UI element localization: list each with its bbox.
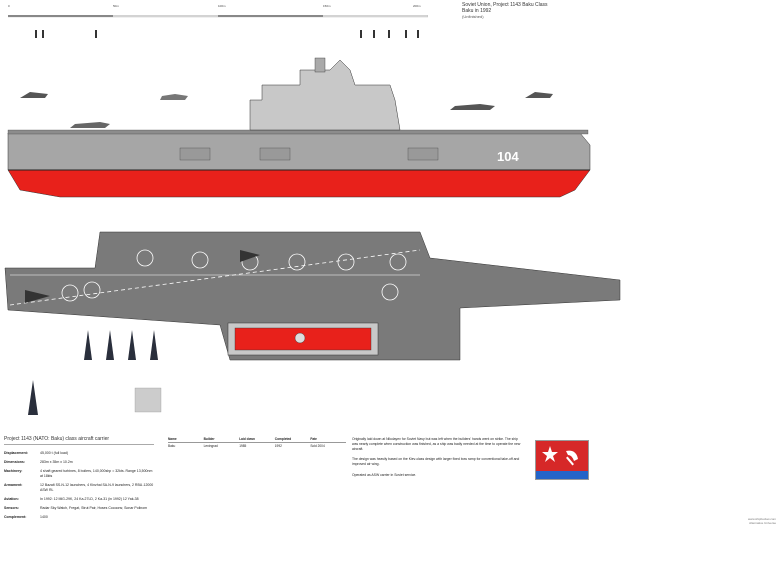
flag-stripe — [536, 471, 588, 479]
crew-figures — [134, 387, 162, 413]
sheet-header: Soviet Union, Project 1143 Baku Class Ba… — [462, 2, 548, 20]
cell: 1992 — [274, 444, 282, 448]
cell: Sold 2004 — [310, 444, 325, 448]
deck-aircraft-top — [240, 250, 260, 262]
sponson — [407, 147, 439, 161]
credit-line: www.shipbucket.com — [747, 517, 776, 521]
ordnance-row — [35, 30, 419, 38]
helicopter — [525, 92, 553, 98]
scale-label-100: 100m — [218, 4, 226, 8]
spec-value: 45,000 t (full load) — [40, 451, 69, 455]
spec-key: Aviation: — [4, 497, 19, 501]
island-superstructure — [249, 59, 401, 131]
ship-drawings: 104 — [4, 30, 621, 415]
flying-aircraft — [450, 104, 495, 110]
spec-row: Armament: 12 Bazalt SS-N-12 launchers, 4 … — [4, 483, 154, 493]
credit-text: www.shipbucket.com Alternative Universe — [730, 517, 776, 525]
hull-lower — [7, 169, 591, 198]
sponson — [179, 147, 211, 161]
col-header: Fate — [310, 437, 317, 441]
table-row: Baku Leningrad 1985 1992 Sold 2004 — [168, 444, 346, 448]
cell: Baku — [168, 444, 176, 448]
parked-aircraft-row — [28, 330, 158, 415]
deck-centerline — [9, 249, 421, 306]
note-paragraph: Originally laid down at Nikolayev for So… — [352, 437, 521, 451]
radar-dome — [294, 332, 306, 344]
top-view — [4, 231, 621, 415]
helicopter — [20, 92, 48, 98]
col-header: Name — [168, 437, 177, 441]
spec-value: 1400 — [40, 515, 48, 519]
note-paragraph: Operated as ASW carrier in Soviet servic… — [352, 472, 417, 477]
flight-deck — [4, 231, 621, 361]
flight-deck-edge — [7, 129, 589, 135]
side-profile — [7, 30, 591, 198]
hull-number: 104 — [497, 149, 519, 164]
cell: 1985 — [239, 444, 247, 448]
spec-value: 4 shaft geared turbines, 8 boilers, 140,… — [40, 469, 153, 478]
deck-aircraft-top — [25, 290, 50, 303]
header-note: (Unfinished) — [462, 14, 484, 19]
col-header: Laid down — [239, 437, 255, 441]
hammer-sickle-icon — [566, 450, 578, 461]
soviet-navy-flag — [535, 440, 589, 480]
sponson — [259, 147, 291, 161]
spec-title: Project 1143 (NATO: Baku) class aircraft… — [4, 437, 154, 445]
scale-label-0: 0 — [8, 4, 10, 8]
spec-key: Armament: — [4, 483, 23, 487]
spec-row: Displacement: 45,000 t (full load) — [4, 451, 154, 456]
ships-header-row: Name Builder Laid down Completed Fate — [168, 437, 346, 443]
spec-row: Machinery: 4 shaft geared turbines, 8 boi… — [4, 469, 154, 479]
scale-label-50: 50m — [113, 4, 119, 8]
ships-table: Name Builder Laid down Completed Fate Ba… — [168, 437, 346, 448]
col-header: Builder — [203, 437, 215, 441]
spec-value: In 1992: 12 MiG-29K, 24 Ka-27LD, 2 Ka-31… — [40, 497, 139, 501]
spec-row: Dimensions: 283m x 35m x 10.2m — [4, 460, 154, 465]
spec-key: Displacement: — [4, 451, 28, 455]
credit-line: Alternative Universe — [749, 521, 776, 525]
spec-table: Project 1143 (NATO: Baku) class aircraft… — [4, 437, 154, 524]
spec-value: Radar Sky Watch, Fregat, Strut Pair, Hos… — [40, 506, 148, 510]
header-title: Soviet Union, Project 1143 Baku Class — [462, 2, 548, 8]
spec-value: 12 Bazalt SS-N-12 launchers, 4 Kinzhal S… — [40, 483, 154, 492]
spec-key: Complement: — [4, 515, 27, 519]
mast — [314, 57, 326, 73]
col-header: Completed — [274, 437, 292, 441]
spec-row: Complement: 1400 — [4, 515, 154, 520]
spec-key: Sensors: — [4, 506, 19, 510]
cell: Leningrad — [203, 444, 218, 448]
star-icon — [542, 446, 558, 462]
scale-label-150: 150m — [323, 4, 331, 8]
spec-row: Sensors: Radar Sky Watch, Fregat, Strut P… — [4, 506, 154, 511]
scale-label-200: 200m — [413, 4, 421, 8]
spec-key: Machinery: — [4, 469, 23, 473]
history-notes: Originally laid down at Nikolayev for So… — [352, 437, 524, 484]
header-subtitle: Baku in 1992 — [462, 8, 492, 14]
spec-key: Dimensions: — [4, 460, 26, 464]
helipad-markings — [61, 249, 407, 302]
spec-row: Aviation: In 1992: 12 MiG-29K, 24 Ka-27LD… — [4, 497, 154, 502]
deck-aircraft — [70, 122, 110, 128]
note-paragraph: The design was heavily based on the Kiev… — [352, 457, 520, 467]
flag-emblem — [542, 446, 578, 466]
spec-value: 283m x 35m x 10.2m — [40, 460, 73, 464]
awacs-aircraft — [160, 94, 188, 100]
